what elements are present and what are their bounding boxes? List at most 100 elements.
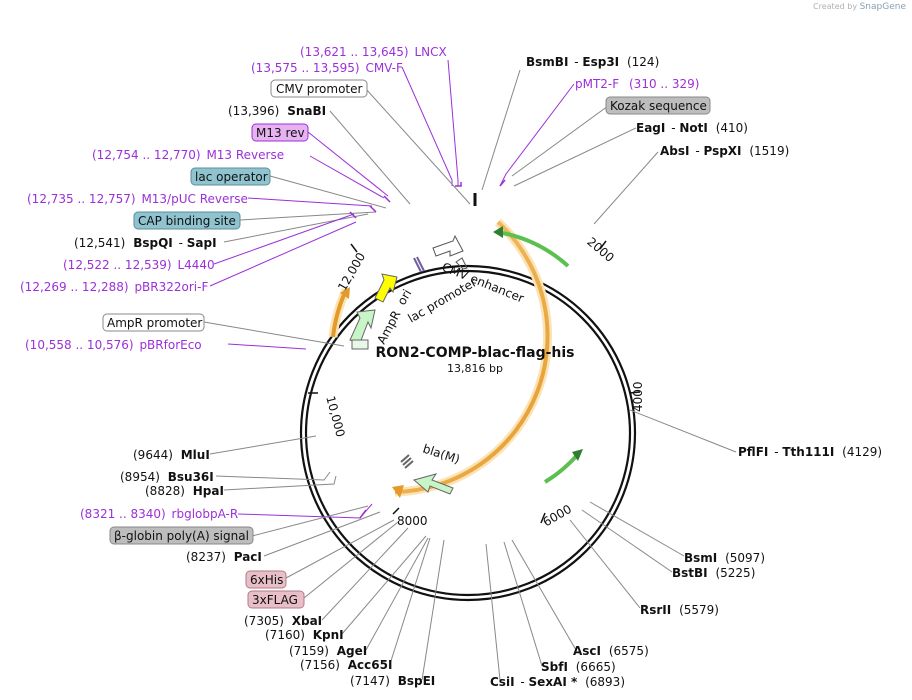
green-arc-bottom	[543, 451, 581, 484]
label-rbglobpa: (8321 .. 8340) rbglobpA-R	[80, 507, 238, 521]
backbone-inner-ring	[304, 269, 632, 597]
leader-snabi	[329, 110, 411, 205]
label-ampr-promoter: AmpR promoter	[107, 316, 202, 330]
label-pbr322: (12,269 .. 12,288) pBR322ori-F	[20, 280, 208, 294]
label-pmt2f: pMT2-F (310 .. 329)	[575, 77, 699, 91]
leader-asci	[511, 539, 577, 651]
tick-label-6000: 6000	[541, 502, 574, 529]
green-arrowhead-bottom	[572, 449, 583, 461]
leader-agei	[365, 537, 429, 651]
leader-kpni	[341, 535, 427, 635]
leader-csii	[485, 543, 501, 681]
leader-acc65i	[389, 537, 431, 665]
leader-ampr-promoter	[203, 321, 345, 347]
tick-mark-4000	[629, 391, 641, 394]
leader-m13rev	[307, 131, 389, 197]
lac-promoter-label: lac promoter	[406, 275, 480, 326]
tick-label-12000: 12,000	[335, 250, 368, 293]
leader-bspqi	[223, 213, 369, 243]
bla-label: bla(M)	[421, 442, 461, 467]
label-lncx: (13,621 .. 13,645) LNCX	[300, 45, 447, 59]
feature-box-betaglobin	[109, 526, 254, 545]
leader-pbr322	[209, 221, 357, 287]
label-bsmbi: BsmBI - Esp3I (124)	[526, 55, 659, 69]
leader-pbrforeco	[227, 343, 307, 350]
leader-rbglobpa	[237, 503, 373, 519]
feature-box-kozak	[605, 96, 711, 115]
label-cap: CAP binding site	[138, 214, 236, 228]
leader-l4440	[213, 213, 355, 265]
label-xbai: (7305) XbaI	[244, 614, 322, 628]
tick-marks	[308, 240, 641, 524]
leader-6xhis	[285, 519, 395, 579]
feature-box-lac-operator	[190, 167, 271, 186]
label-kozak: Kozak sequence	[610, 99, 707, 113]
label-lac-operator: lac operator	[195, 170, 268, 184]
orf-arc-right	[394, 220, 550, 494]
leader-sbfi	[503, 541, 543, 667]
label-m13rev: M13 rev	[256, 126, 305, 140]
tick-mark-6000	[540, 512, 546, 524]
primer-marks	[349, 179, 506, 519]
leader-bstbi	[581, 509, 673, 573]
leader-m13reverse	[309, 155, 385, 199]
label-bstbi: BstBI (5225)	[672, 566, 755, 580]
label-hpai: (8828) HpaI	[145, 484, 224, 498]
cmv-enhancer-arrow	[432, 234, 464, 257]
leader-pflfi	[629, 409, 737, 453]
label-bsu36i: (8954) Bsu36I	[120, 470, 214, 484]
plasmid-length: 13,816 bp	[447, 362, 503, 375]
ori-arrow	[374, 273, 398, 303]
plasmid-name: RON2-COMP-blac-flag-his	[375, 345, 574, 361]
green-arc-top	[496, 230, 570, 268]
label-snabi: (13,396) SnaBI	[228, 104, 326, 118]
label-pflfi: PflFI - Tth111I (4129)	[738, 445, 882, 459]
bla-arrow	[412, 473, 454, 495]
label-cmvf: (13,575 .. 13,595) CMV-F	[251, 61, 403, 75]
leader-lines	[203, 59, 737, 681]
label-betaglobin: β-globin poly(A) signal	[114, 529, 249, 543]
tick-label-4000: 4000	[631, 381, 645, 412]
credit-prefix: Created by	[813, 2, 858, 11]
ampr-promoter-box	[351, 339, 369, 350]
leader-mlui	[209, 435, 317, 455]
orf-arrowhead-left	[340, 287, 350, 299]
leader-hpai	[223, 475, 337, 491]
feature-box-6xhis	[245, 570, 287, 589]
leader-betaglobin	[251, 505, 369, 537]
ampr-label: AmpR	[374, 308, 403, 346]
feature-box-3xflag	[247, 590, 305, 609]
leader-cmv-promoter	[365, 88, 471, 205]
feature-box-cap	[133, 211, 241, 230]
leader-kozak	[511, 105, 609, 177]
leader-absi	[593, 151, 659, 225]
leader-lncx	[447, 59, 459, 186]
label-absi: AbsI - PspXI (1519)	[660, 144, 789, 158]
label-3xflag: 3xFLAG	[252, 593, 298, 607]
tag-region-marks	[400, 454, 414, 469]
tick-mark-2000	[599, 240, 607, 250]
leader-bspei	[421, 539, 445, 681]
label-kpni: (7160) KpnI	[265, 628, 344, 642]
label-m13reverse: (12,754 .. 12,770) M13 Reverse	[92, 148, 284, 162]
leader-pmt2f	[499, 83, 575, 187]
label-m13puc: (12,735 .. 12,757) M13/pUC Reverse	[27, 192, 248, 206]
leader-eagi	[513, 127, 637, 187]
tick-label-10000: 10,000	[323, 394, 347, 438]
ori-label: ori	[394, 287, 414, 308]
label-agei: (7159) AgeI	[289, 644, 367, 658]
lac-region-marks	[413, 256, 425, 273]
leader-paci	[263, 511, 381, 557]
label-pbrforeco: (10,558 .. 10,576) pBRforEco	[25, 338, 202, 352]
leader-m13puc	[247, 197, 373, 207]
label-cmv-promoter: CMV promoter	[276, 82, 363, 96]
label-asci: AscI (6575)	[573, 644, 649, 658]
feature-box-cmv-promoter	[270, 79, 368, 98]
leader-3xflag	[303, 521, 399, 599]
leader-lac-operator	[269, 175, 387, 209]
snapgene-credit: Created by SnapGene	[813, 2, 906, 12]
ampr-arrow	[349, 309, 376, 344]
label-rsrii: RsrII (5579)	[640, 603, 719, 617]
leader-bsmi	[589, 501, 685, 557]
